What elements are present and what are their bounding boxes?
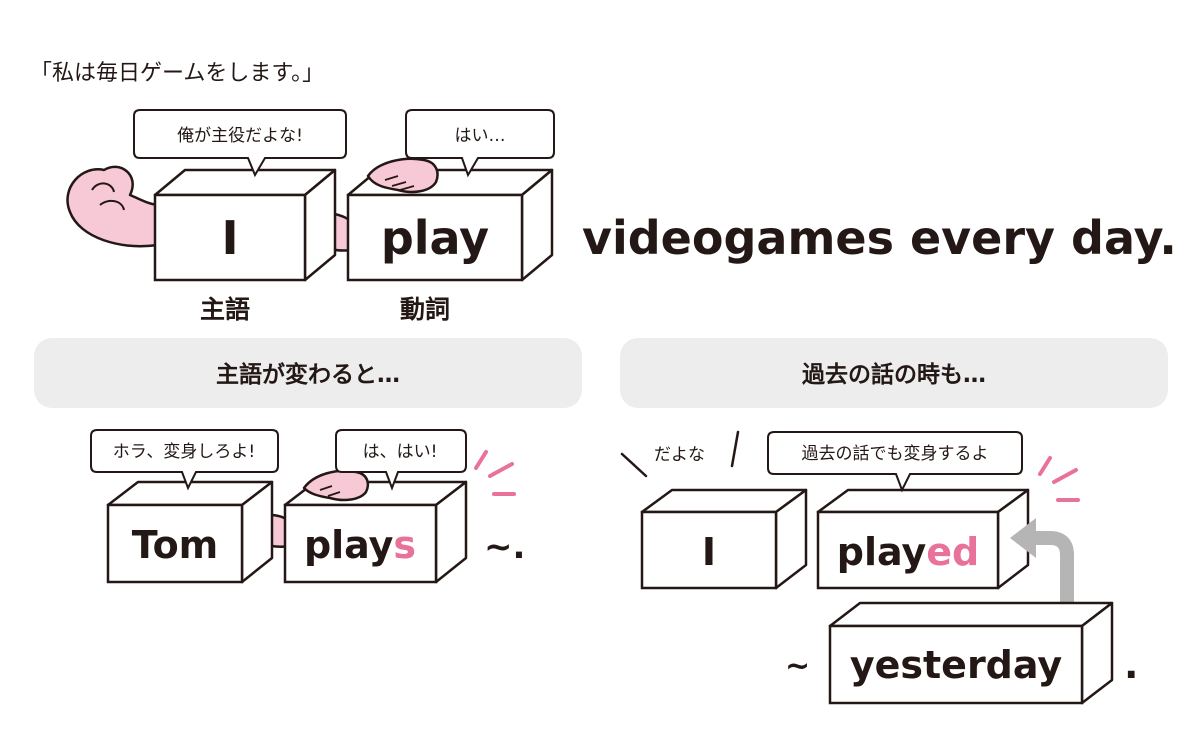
verb-speech-bubble: はい…: [405, 109, 555, 178]
left-subject-speech-bubble: ホラ、変身しろよ!: [90, 429, 279, 491]
svg-text:はい…: はい…: [455, 126, 506, 146]
left-tail: ~.: [484, 527, 525, 567]
right-banner: [620, 338, 1168, 408]
right-subject-word: I: [702, 530, 716, 574]
subject-word: I: [221, 211, 238, 265]
left-banner-text: 主語が変わると…: [216, 361, 400, 388]
left-verb-box: plays: [283, 480, 468, 584]
left-sparkle-graphic: [474, 450, 516, 496]
right-verb-suffix: ed: [926, 530, 979, 574]
svg-text:ホラ、変身しろよ!: ホラ、変身しろよ!: [113, 442, 255, 462]
verb-label: 動詞: [400, 295, 450, 324]
subject-arm-graphic: [66, 165, 162, 248]
left-subject-box: Tom: [106, 480, 274, 584]
verb-box: play: [346, 168, 554, 282]
verb-word: play: [381, 211, 489, 265]
svg-text:俺が主役だよな!: 俺が主役だよな!: [177, 126, 303, 146]
page-title: 「私は毎日ゲームをします。」: [30, 61, 324, 86]
right-verb-word: played: [837, 530, 979, 574]
subject-label: 主語: [200, 295, 250, 324]
sentence-rest: videogames every day.: [582, 211, 1177, 265]
right-subject-speech: だよな: [620, 430, 740, 478]
left-verb-word: plays: [304, 523, 416, 567]
left-verb-suffix: s: [393, 523, 416, 567]
right-period: .: [1124, 643, 1138, 687]
right-verb-box: played: [816, 488, 1030, 590]
subject-box: I: [153, 168, 337, 282]
right-sparkle-graphic: [1038, 456, 1080, 502]
right-subject-box: I: [640, 488, 808, 590]
left-banner: [34, 338, 582, 408]
subject-speech-bubble: 俺が主役だよな!: [133, 109, 347, 178]
right-verb-speech-bubble: 過去の話でも変身するよ: [767, 431, 1023, 493]
time-box: yesterday: [828, 601, 1114, 705]
arrow-graphic: [1023, 531, 1074, 619]
right-tilde: ~: [785, 649, 810, 684]
svg-text:過去の話でも変身するよ: 過去の話でも変身するよ: [802, 444, 989, 464]
hand-graphic: [366, 157, 439, 194]
left-verb-speech-bubble: は、はい!: [335, 429, 467, 491]
svg-text:だよな: だよな: [654, 445, 705, 465]
time-word: yesterday: [850, 643, 1063, 687]
left-subject-word: Tom: [132, 523, 219, 567]
right-banner-text: 過去の話の時も…: [802, 361, 986, 388]
svg-text:は、はい!: は、はい!: [363, 442, 438, 462]
